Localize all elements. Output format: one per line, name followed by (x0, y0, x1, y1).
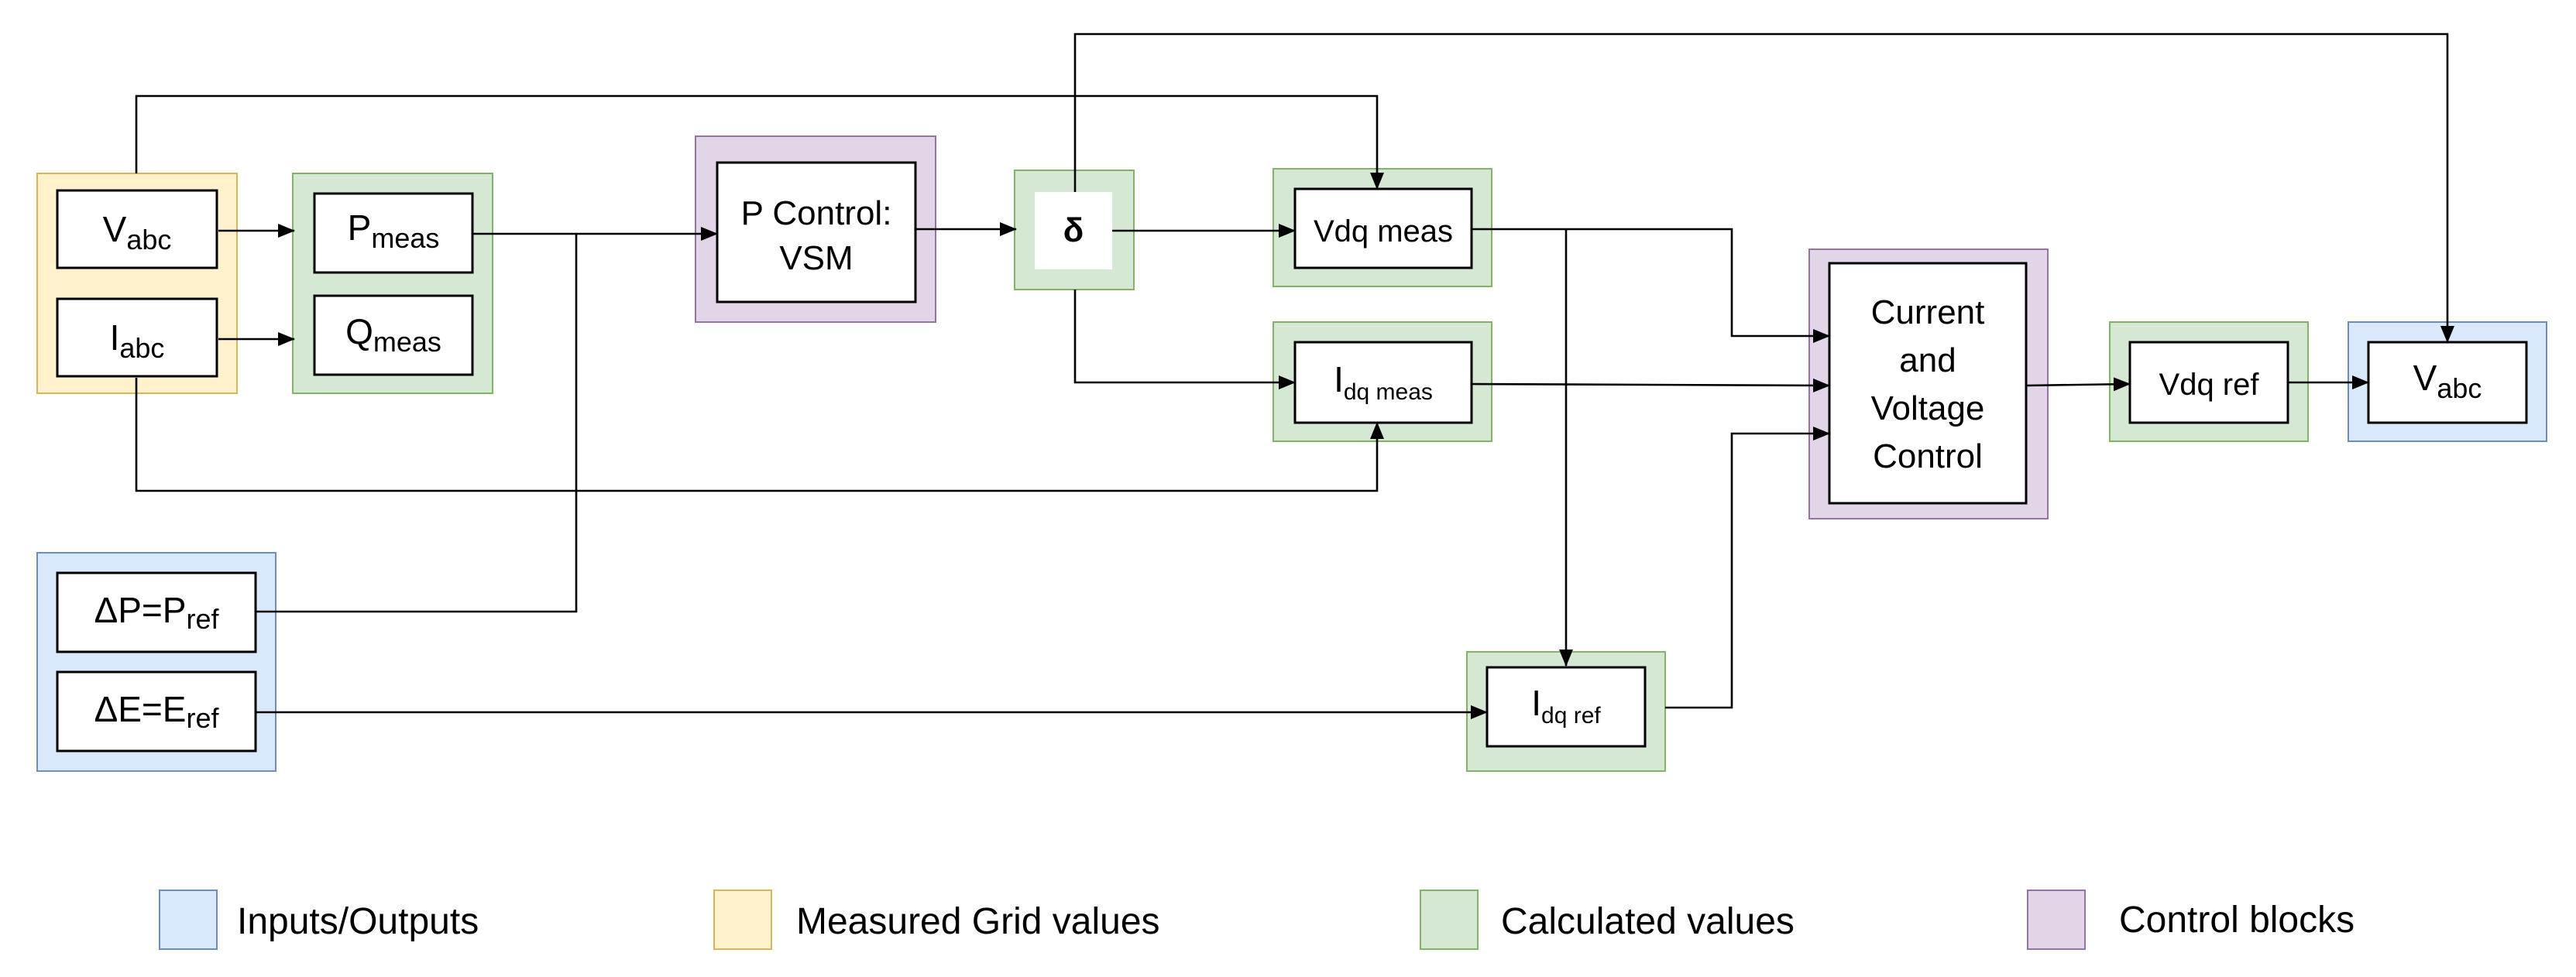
vabc-input-label: Vabc (103, 209, 172, 255)
vabc-output-box (2367, 341, 2528, 424)
wire-delta-to-idq-meas (1073, 290, 1296, 389)
vdq-ref-label: Vdq ref (2159, 368, 2260, 402)
pmeas-label: Pmeas (348, 207, 440, 254)
legend-label-inputs-outputs: Inputs/Outputs (237, 901, 479, 942)
qmeas-box (313, 294, 474, 376)
vabc-input-box (56, 189, 218, 269)
p-control-label-line1: P Control: (741, 194, 892, 232)
wire-cv-to-vdq-ref (2025, 377, 2131, 392)
legend-swatch-calculated (1420, 890, 1479, 950)
cv-control-label-line3: Voltage (1871, 389, 1985, 427)
idq-meas-label: Idq meas (1334, 359, 1433, 405)
iabc-input-label: Iabc (110, 317, 165, 364)
legend-swatch-control (2027, 890, 2086, 950)
idq-meas-box (1293, 341, 1473, 424)
cv-control-box (1828, 262, 2028, 505)
wire-delta-to-vabc-out (1073, 33, 2454, 343)
wire-iabc-to-idq-meas (135, 378, 1384, 492)
legend-label-calculated: Calculated values (1501, 901, 1795, 942)
idq-ref-box (1485, 666, 1647, 748)
delta-e-box (56, 670, 257, 752)
iabc-input-box (56, 297, 218, 378)
qmeas-label: Qmeas (345, 311, 441, 358)
pmeas-box (313, 192, 474, 274)
vdq-ref-box (2128, 341, 2289, 424)
delta-p-label: ΔP=Pref (94, 590, 220, 635)
wire-idq-meas-to-cv (1471, 378, 1830, 393)
p-control-box (716, 161, 917, 303)
delta-p-box (56, 571, 257, 653)
delta-box (1035, 192, 1112, 269)
vabc-output-label: Vabc (2413, 358, 2482, 404)
delta-e-label: ΔE=Eref (94, 689, 220, 734)
wire-idq-ref-to-cv (1665, 427, 1830, 709)
cv-control-label-line1: Current (1871, 293, 1985, 331)
p-control-label-line2: VSM (779, 239, 853, 277)
cv-control-label-line4: Control (1873, 437, 1983, 475)
legend-label-measured: Measured Grid values (796, 901, 1160, 942)
wire-vdq-meas-to-cv (1472, 228, 1830, 343)
delta-label: δ (1063, 211, 1084, 249)
legend-label-control: Control blocks (2119, 900, 2354, 941)
idq-ref-label: Idq ref (1531, 683, 1601, 728)
legend: Inputs/Outputs Measured Grid values Calc… (159, 890, 2354, 950)
connection-wires (135, 33, 2454, 719)
legend-swatch-measured (713, 890, 772, 950)
wire-deltap-to-pcontrol (256, 234, 578, 613)
legend-swatch-inputs-outputs (159, 890, 218, 950)
vdq-meas-label: Vdq meas (1314, 214, 1453, 249)
cv-control-label-line2: and (1899, 341, 1956, 379)
vdq-meas-box (1293, 187, 1473, 269)
wire-vabc-to-vdq-meas (135, 94, 1384, 190)
